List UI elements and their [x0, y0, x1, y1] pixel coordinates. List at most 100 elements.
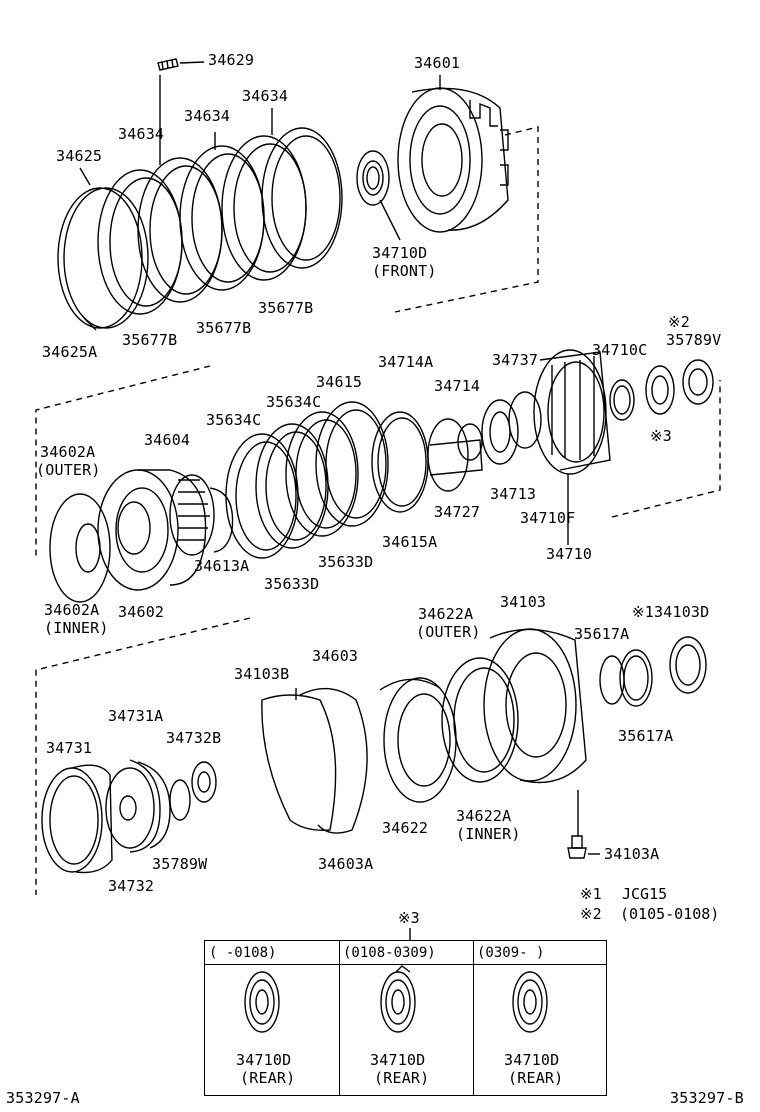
variant-bearing-2 [381, 966, 415, 1032]
label-34622A-outer: 34622A [418, 605, 474, 623]
clutch-pack-middle [226, 402, 428, 558]
footer-code-right: 353297-B [670, 1089, 744, 1107]
label-34710C: 34710C [592, 341, 648, 359]
variant-bearing-3 [513, 972, 547, 1032]
label-34103B: 34103B [234, 665, 290, 683]
label-34622: 34622 [382, 819, 429, 837]
label-34732: 34732 [108, 877, 155, 895]
label-34634-a: 34634 [242, 87, 289, 105]
variant-divider-2 [473, 941, 474, 1095]
housing-34103 [484, 629, 586, 840]
bearing-35789V [646, 360, 713, 414]
label-35677B-a: 35677B [258, 299, 314, 317]
label-35617A-b: 35617A [618, 727, 674, 745]
label-34604: 34604 [144, 431, 191, 449]
variant-header-3: (0309- ) [473, 941, 606, 965]
rings-35617A [600, 650, 652, 706]
note-1-text: JCG15 [622, 885, 668, 903]
variant-part-3: 34710D [504, 1051, 560, 1069]
variant-pos-3: (REAR) [508, 1069, 564, 1087]
label-34603: 34603 [312, 647, 359, 665]
label-34710F: 34710F [520, 509, 576, 527]
label-34629: 34629 [208, 51, 255, 69]
washer-34602A [50, 494, 110, 602]
label-34602A-inner: 34602A [44, 601, 100, 619]
piston-34602 [98, 470, 206, 590]
label-35789V: 35789V [666, 331, 722, 349]
label-34615A: 34615A [382, 533, 438, 551]
label-35617A-a: 35617A [574, 625, 630, 643]
label-34710D-front: 34710D [372, 244, 428, 262]
note-2-text: (0105-0108) [620, 905, 720, 923]
label-34601: 34601 [414, 54, 461, 72]
label-34603A: 34603A [318, 855, 374, 873]
label-mark2-top: ※2 [668, 313, 690, 331]
label-34727: 34727 [434, 503, 481, 521]
variant-header-2: (0108-0309) [339, 941, 473, 965]
note-3-mark: ※3 [398, 909, 420, 927]
drum-34731 [42, 765, 112, 872]
bearing-34710D-front [357, 151, 400, 240]
label-34731: 34731 [46, 739, 93, 757]
label-35789W: 35789W [152, 855, 208, 873]
brake-bands [262, 688, 367, 833]
spring-34604 [170, 475, 214, 555]
variant-pos-2: (REAR) [374, 1069, 430, 1087]
variant-pos-1: (REAR) [240, 1069, 296, 1087]
label-35634C-b: 35634C [206, 411, 262, 429]
bearing-35789W [170, 780, 190, 820]
variant-part-2: 34710D [370, 1051, 426, 1069]
label-35633D-b: 35633D [264, 575, 320, 593]
boundary-middle [36, 366, 720, 558]
ring-34710C [610, 380, 634, 420]
footer-code-left: 353297-A [6, 1089, 80, 1107]
label-34613A: 34613A [194, 557, 250, 575]
label-34714A: 34714A [378, 353, 434, 371]
gear-shaft-34714 [428, 419, 482, 491]
variant-header-1: ( -0108) [205, 941, 339, 965]
label-outer-a: (OUTER) [36, 461, 101, 479]
label-34103: 34103 [500, 593, 547, 611]
label-34634-b: 34634 [184, 107, 231, 125]
bearing-34737 [482, 392, 541, 464]
label-34713: 34713 [490, 485, 537, 503]
label-35634C-a: 35634C [266, 393, 322, 411]
label-134103D: ※134103D [632, 603, 710, 621]
label-34634-c: 34634 [118, 125, 165, 143]
label-inner-b: (INNER) [456, 825, 521, 843]
label-34732B: 34732B [166, 729, 222, 747]
boundary-top [395, 127, 538, 312]
label-34615: 34615 [316, 373, 363, 391]
label-front: (FRONT) [372, 262, 437, 280]
label-34625A: 34625A [42, 343, 98, 361]
planetary-carrier-34710 [534, 350, 610, 545]
label-34602: 34602 [118, 603, 165, 621]
label-34737: 34737 [492, 351, 539, 369]
drum-34601 [398, 75, 508, 232]
label-34710: 34710 [546, 545, 593, 563]
variant-table: ( -0108) (0108-0309) (0309- ) [204, 940, 607, 1096]
bolt-34103A [568, 836, 600, 858]
gear-34732 [106, 760, 160, 852]
label-34731A: 34731A [108, 707, 164, 725]
variant-bearing-1 [245, 972, 279, 1032]
boundary-lower [36, 618, 250, 895]
label-34625: 34625 [56, 147, 103, 165]
label-mark3-mid: ※3 [650, 427, 672, 445]
snap-ring-34731A [138, 762, 170, 848]
pin-34629 [158, 59, 204, 70]
variant-part-1: 34710D [236, 1051, 292, 1069]
label-34602A-outer: 34602A [40, 443, 96, 461]
clutch-pack-top [58, 75, 342, 330]
label-34622A-inner: 34622A [456, 807, 512, 825]
washer-134103D [670, 637, 706, 693]
seal-rings-34622A [442, 658, 518, 782]
label-35677B-c: 35677B [122, 331, 178, 349]
note-1-mark: ※1 [580, 885, 602, 903]
label-35677B-b: 35677B [196, 319, 252, 337]
variant-divider-1 [339, 941, 340, 1095]
note-2-mark: ※2 [580, 905, 602, 923]
washer-34732B [192, 762, 216, 802]
label-35633D-a: 35633D [318, 553, 374, 571]
